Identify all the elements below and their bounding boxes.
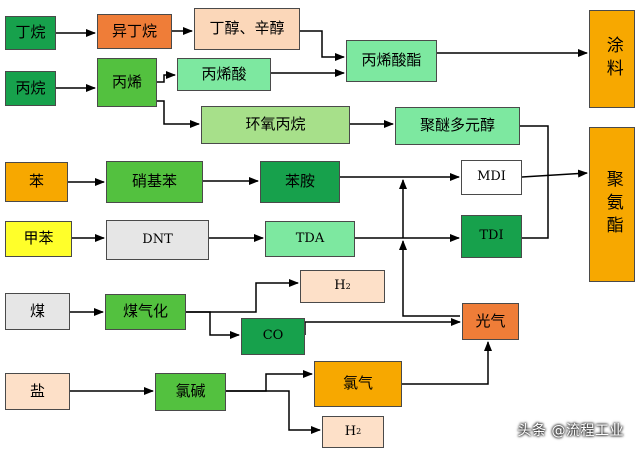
node-aniline: 苯胺	[260, 161, 340, 203]
node-propylene-oxide: 环氧丙烷	[201, 106, 350, 144]
node-coating: 涂料	[589, 10, 635, 108]
node-tda: TDA	[265, 221, 355, 257]
edge-chlorine-phosgene	[402, 341, 492, 385]
node-tdi: TDI	[461, 215, 522, 258]
node-propane: 丙烷	[5, 71, 56, 106]
node-acrylate: 丙烯酸酯	[346, 40, 437, 82]
node-salt: 盐	[5, 373, 70, 410]
edge-butanol-acrylate	[300, 30, 345, 61]
hydrogen-symbol: H	[334, 278, 346, 294]
node-chlorine: 氯气	[314, 361, 402, 407]
hydrogen-subscript: 2	[345, 281, 351, 291]
edge-polyether-polyurethane	[520, 125, 549, 176]
edge-propylene-acrylic	[157, 71, 176, 83]
node-isobutane: 异丁烷	[97, 14, 172, 49]
node-coal: 煤	[5, 293, 70, 330]
hydrogen-symbol: H	[344, 423, 357, 439]
node-polyurethane: 聚氨酯	[589, 127, 635, 282]
node-toluene: 甲苯	[5, 221, 72, 257]
node-butanol-octanol: 丁醇、辛醇	[194, 8, 300, 50]
node-phosgene: 光气	[462, 303, 519, 340]
edge-mdi-polyurethane	[521, 169, 588, 178]
edge-gasification-co	[186, 311, 240, 339]
node-butane: 丁烷	[5, 16, 56, 50]
node-benzene: 苯	[5, 162, 68, 202]
edge-gasification-h2	[186, 279, 299, 313]
edge-tdi-polyurethane	[522, 176, 549, 239]
node-co: CO	[241, 318, 305, 355]
edge-co-phosgene	[304, 318, 461, 335]
node-dnt: DNT	[106, 220, 209, 260]
edge-phosgene-tdi	[399, 240, 460, 317]
node-propylene: 丙烯	[97, 58, 157, 107]
node-nitrobenzene: 硝基苯	[106, 161, 203, 203]
edge-chloralkali-h2	[226, 390, 321, 434]
node-mdi: MDI	[461, 160, 522, 195]
node-polyether-polyol: 聚醚多元醇	[395, 107, 520, 145]
node-acrylic-acid: 丙烯酸	[177, 58, 271, 91]
watermark: 头条 @流程工业	[517, 423, 624, 439]
edge-propylene-oxide	[157, 100, 200, 128]
node-coal-gasification: 煤气化	[105, 294, 186, 330]
hydrogen-subscript: 2	[356, 427, 362, 437]
node-chlor-alkali: 氯碱	[155, 373, 226, 411]
edge-chloralkali-chlorine	[226, 370, 313, 392]
